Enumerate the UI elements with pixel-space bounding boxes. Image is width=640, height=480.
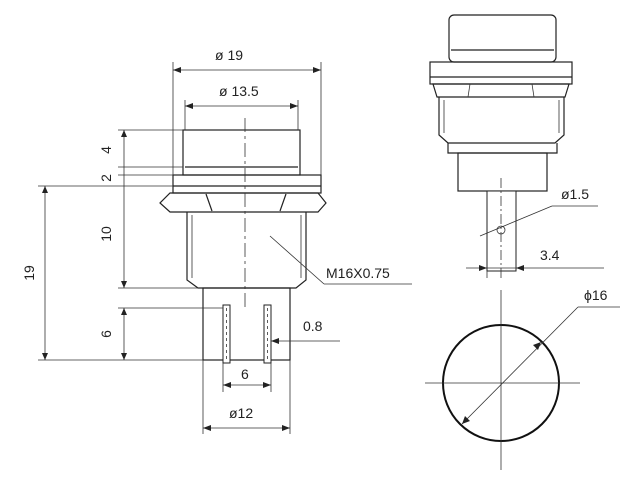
top-view: ϕ16 (425, 287, 620, 470)
dim-dia-19: ø 19 (215, 47, 243, 63)
dim-pin-offset: 3.4 (540, 247, 560, 263)
dim-h-19: 19 (21, 265, 37, 281)
dim-dia-16: ϕ16 (584, 287, 608, 303)
front-dimensions: ø 19 ø 13.5 4 2 10 19 6 M16X0.75 (21, 47, 412, 434)
dim-dia-12: ø12 (229, 405, 253, 421)
front-threaded-body (186, 212, 307, 289)
front-nut-facet (205, 193, 213, 212)
side-threaded-body (438, 97, 565, 144)
front-base (202, 287, 291, 361)
dim-hole-dia: ø1.5 (561, 186, 589, 202)
dim-h-2: 2 (98, 174, 114, 182)
side-nut (432, 83, 570, 98)
dim-thread: M16X0.75 (326, 265, 390, 281)
front-hex-nut (159, 192, 327, 213)
dim-h-6: 6 (98, 330, 114, 338)
front-collar (172, 174, 322, 194)
dim-pin-pitch: 6 (241, 366, 249, 382)
side-base (457, 152, 548, 192)
front-nut-facet (279, 193, 287, 212)
front-cap (182, 129, 301, 176)
side-view: ø1.5 3.4 (429, 14, 604, 278)
side-base-ring (447, 143, 558, 154)
dim-pin-width: 0.8 (303, 318, 323, 334)
side-collar (429, 61, 573, 85)
dim-h-10: 10 (98, 226, 114, 242)
dim-dia-13-5: ø 13.5 (219, 83, 259, 99)
front-view (159, 118, 327, 364)
dim-line-dia-16 (461, 306, 579, 425)
dim-h-4: 4 (98, 146, 114, 154)
side-cap (448, 14, 557, 63)
